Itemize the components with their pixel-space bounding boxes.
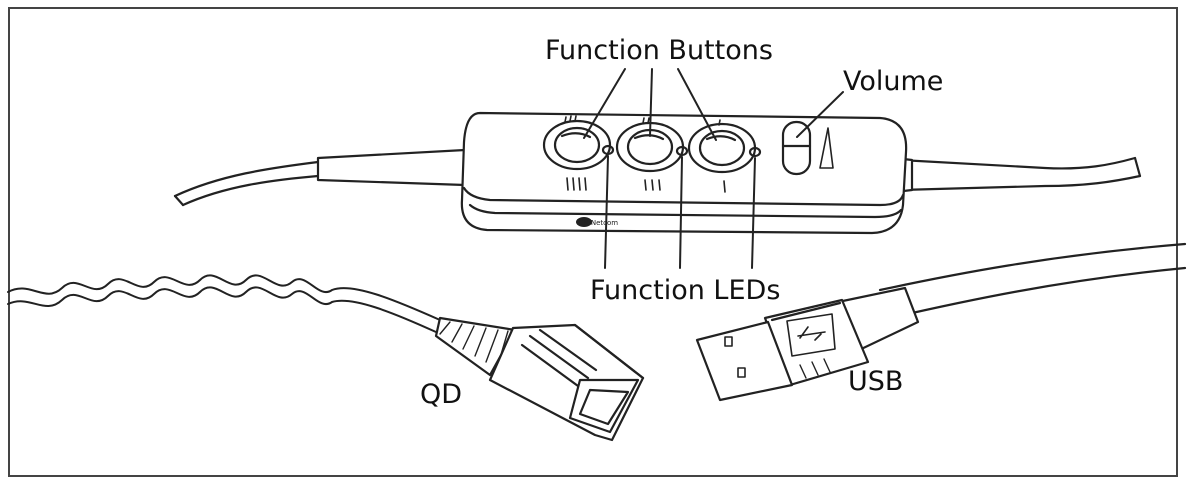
function-button-3 xyxy=(687,122,757,174)
usb-connector xyxy=(695,286,920,402)
callout-lines xyxy=(583,68,844,269)
volume-label: Volume xyxy=(843,66,944,97)
volume-slider xyxy=(781,120,834,176)
gn-netcom-logo xyxy=(576,217,592,227)
left-cable xyxy=(173,148,467,207)
function-led-2 xyxy=(675,145,689,157)
function-buttons-label: Function Buttons xyxy=(545,35,773,66)
qd-connector xyxy=(434,316,645,442)
usb-label: USB xyxy=(848,366,904,397)
function-led-3 xyxy=(748,146,762,158)
function-leds-label: Function LEDs xyxy=(590,275,781,306)
brand-logo-text: GN Netcom xyxy=(578,219,618,227)
diagram-frame xyxy=(8,7,1178,477)
function-button-1 xyxy=(542,119,612,171)
coiled-cord xyxy=(7,274,441,321)
function-led-1 xyxy=(601,144,615,156)
button-symbol-marks xyxy=(564,115,726,193)
usb-cable xyxy=(878,242,1187,320)
control-unit xyxy=(460,111,908,235)
right-cable xyxy=(893,156,1142,194)
qd-label: QD xyxy=(420,379,463,410)
